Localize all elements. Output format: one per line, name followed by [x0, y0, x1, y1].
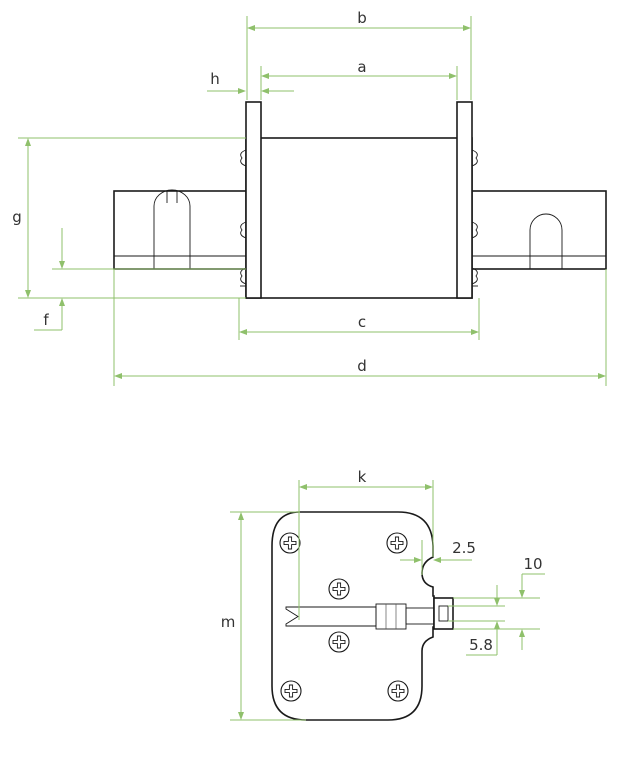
- dim-label-d: d: [357, 357, 367, 375]
- top-view-outline: [271, 511, 435, 721]
- blade-slot-right: [529, 213, 563, 256]
- screw-icon: [328, 631, 350, 653]
- terminal-tab: [433, 597, 454, 630]
- end-plate-right: [456, 101, 473, 299]
- screw-icon: [279, 532, 301, 554]
- screw-icon: [386, 532, 408, 554]
- blade-slot-left: [153, 189, 191, 256]
- terminal-hole: [438, 605, 449, 622]
- screw-icon: [387, 680, 409, 702]
- side-view: [113, 101, 607, 299]
- dim-label-5-8: 5.8: [469, 636, 493, 654]
- dim-label-f: f: [43, 311, 49, 329]
- dim-label-g: g: [12, 208, 22, 226]
- dim-label-k: k: [358, 468, 367, 486]
- dim-label-2-5: 2.5: [452, 539, 476, 557]
- screw-icon: [328, 578, 350, 600]
- dim-label-c: c: [358, 313, 366, 331]
- side-view-dimensions: b a h g f c: [12, 9, 607, 386]
- top-view-dimensions: k m 2.5 10 5.8: [221, 468, 545, 721]
- dim-label-10: 10: [523, 555, 542, 573]
- dim-label-h: h: [210, 70, 220, 88]
- dim-label-a: a: [357, 58, 366, 76]
- end-plate-left: [245, 101, 262, 299]
- dim-label-m: m: [221, 613, 236, 631]
- screw-icon: [280, 680, 302, 702]
- fuse-body: [245, 137, 473, 299]
- dim-label-b: b: [357, 9, 367, 27]
